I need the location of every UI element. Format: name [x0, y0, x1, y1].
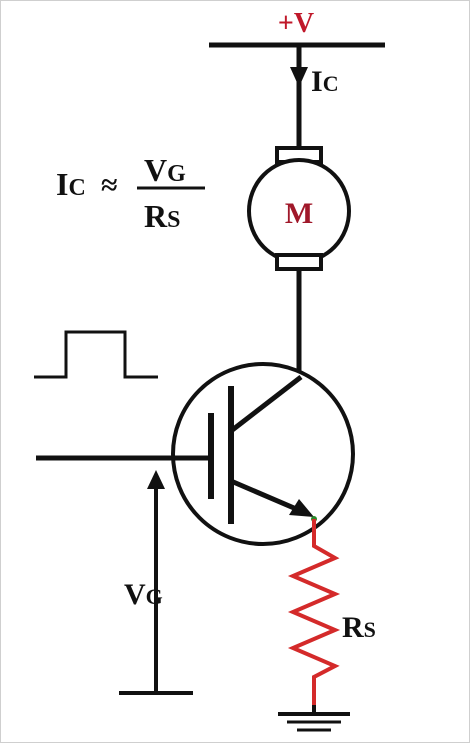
- collector-lead: [229, 375, 303, 433]
- gate-voltage-arrow-icon: [147, 470, 165, 489]
- svg-text:RS: RS: [144, 198, 180, 234]
- motor-brush-bottom: [275, 253, 323, 271]
- sense-resistor: [287, 519, 341, 705]
- svg-text:≈: ≈: [101, 169, 117, 202]
- emitter-lead: [230, 478, 302, 514]
- current-arrow-icon: [290, 67, 308, 87]
- gate-voltage-label: VG: [124, 578, 163, 611]
- motor-label: M: [285, 197, 313, 230]
- svg-text:IC: IC: [56, 166, 86, 202]
- emitter-arrow-icon: [289, 499, 314, 517]
- supply-label: +V: [278, 8, 314, 39]
- resistor-label: RS: [342, 611, 376, 644]
- pulse-waveform-icon: [34, 330, 158, 379]
- ground-icon: [278, 705, 350, 732]
- current-label: IC: [311, 65, 339, 98]
- current-equation: IC ≈ VG RS: [56, 152, 205, 234]
- svg-text:VG: VG: [144, 152, 186, 188]
- igbt-transistor-symbol: [36, 362, 355, 546]
